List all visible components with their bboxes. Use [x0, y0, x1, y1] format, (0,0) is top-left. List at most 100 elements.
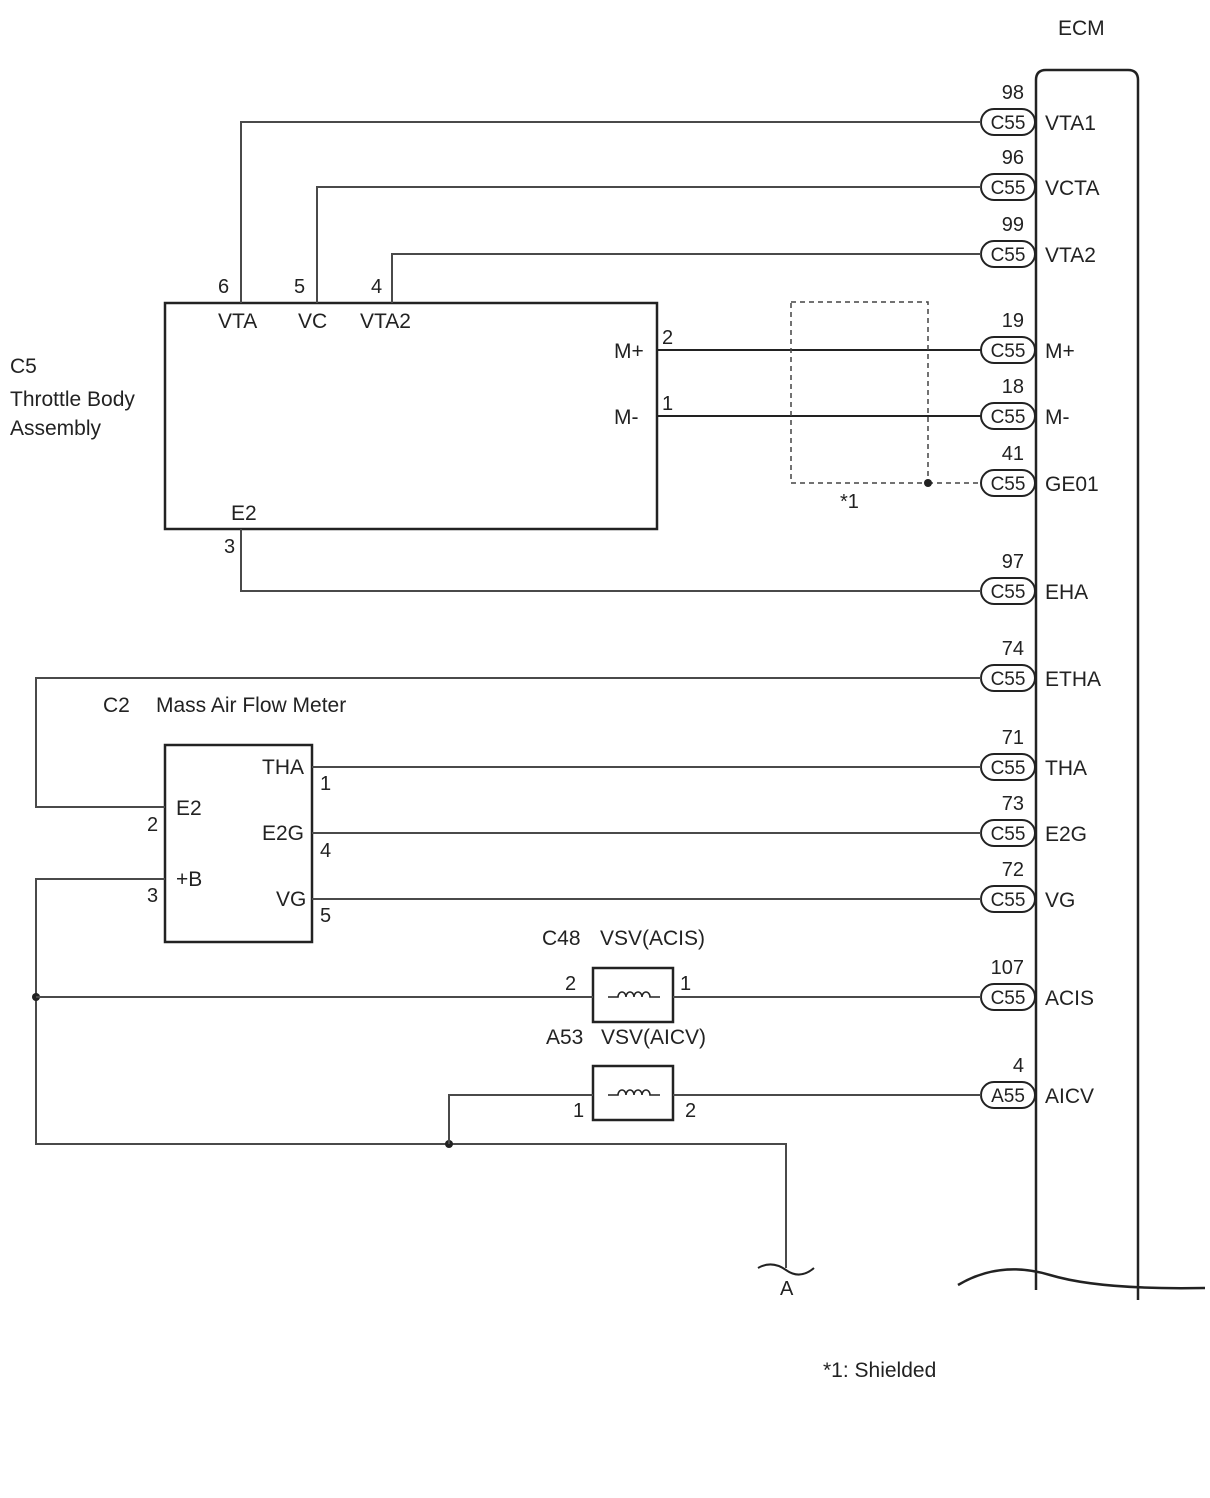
shield-box — [790, 301, 929, 484]
ground-break-icon — [757, 1263, 815, 1276]
shield-junction-dot — [924, 479, 932, 487]
throttle-term-vc: VC — [298, 310, 327, 333]
connector-code: A55 — [991, 1086, 1025, 1107]
connector-signal-name: E2G — [1045, 823, 1087, 846]
connector-pin-number: 71 — [1002, 727, 1024, 749]
connector-pin-number: 107 — [991, 957, 1024, 979]
connector-signal-name: ETHA — [1045, 668, 1101, 691]
connector-signal-name: VTA1 — [1045, 112, 1096, 135]
connector-pin-number: 41 — [1002, 443, 1024, 465]
vsv-acis-pin-right: 1 — [680, 973, 691, 995]
maf-term-e2g: E2G — [262, 822, 304, 845]
maf-term-vg: VG — [276, 888, 306, 911]
throttle-pin-vta2: 4 — [371, 276, 382, 298]
wire-eha — [240, 529, 981, 592]
maf-box — [163, 743, 314, 944]
ecm-connector-mplus: C55 19M+ — [980, 310, 1075, 364]
connector-code: C55 — [991, 245, 1026, 266]
maf-term-b: +B — [176, 868, 202, 891]
throttle-code: C5 — [10, 355, 37, 378]
throttle-term-vta: VTA — [218, 310, 257, 333]
connector-code: C55 — [991, 824, 1026, 845]
maf-pin-vg: 5 — [320, 905, 331, 927]
ecm-title: ECM — [1058, 17, 1105, 40]
vsv-aicv-pin-right: 2 — [685, 1100, 696, 1122]
connector-pill — [980, 469, 1036, 497]
shield-note: *1: Shielded — [823, 1359, 936, 1382]
connector-pin-number: 72 — [1002, 859, 1024, 881]
wire-aicv-left — [448, 1094, 593, 1144]
connector-code: C55 — [991, 582, 1026, 603]
throttle-pin-e2: 3 — [224, 536, 235, 558]
connector-signal-name: EHA — [1045, 581, 1088, 604]
vsv-acis-pin-left: 2 — [565, 973, 576, 995]
connector-signal-name: VCTA — [1045, 177, 1099, 200]
connector-pin-number: 19 — [1002, 310, 1024, 332]
vsv-acis-coil-icon — [608, 991, 660, 998]
ecm-connector-mminus: C55 18M- — [980, 376, 1070, 430]
ecm-connector-list: C5598VTA1C5596VCTAC5599VTA2C5519M+C5518M… — [980, 82, 1101, 1109]
maf-name: Mass Air Flow Meter — [156, 694, 346, 717]
maf-pin-e2: 2 — [147, 814, 158, 836]
vsv-aicv-pin-left: 1 — [573, 1100, 584, 1122]
connector-signal-name: VG — [1045, 889, 1075, 912]
connector-code: C55 — [991, 407, 1026, 428]
throttle-name-line2: Assembly — [10, 417, 102, 440]
throttle-pin-mminus: 1 — [662, 393, 673, 415]
connector-signal-name: M- — [1045, 406, 1070, 429]
connector-pin-number: 73 — [1002, 793, 1024, 815]
wire-vta1 — [240, 121, 981, 303]
connector-pin-number: 96 — [1002, 147, 1024, 169]
throttle-pin-vc: 5 — [294, 276, 305, 298]
throttle-term-e2: E2 — [231, 502, 257, 525]
connector-code: C55 — [991, 474, 1026, 495]
throttle-body-box — [163, 301, 659, 531]
vsv-aicv-code: A53 — [546, 1026, 583, 1049]
throttle-pin-vta: 6 — [218, 276, 229, 298]
maf-pin-e2g: 4 — [320, 840, 331, 862]
throttle-term-mplus: M+ — [614, 340, 644, 363]
connector-code: C55 — [991, 758, 1026, 779]
wire-plus-b — [35, 878, 787, 1268]
wire-vcta — [316, 186, 981, 303]
maf-term-tha: THA — [262, 756, 304, 779]
connector-code: C55 — [991, 988, 1026, 1009]
maf-code: C2 — [103, 694, 130, 717]
vsv-aicv-name: VSV(AICV) — [601, 1026, 706, 1049]
connector-code: C55 — [991, 113, 1026, 134]
maf-pin-b: 3 — [147, 885, 158, 907]
connector-code: C55 — [991, 341, 1026, 362]
connector-pin-number: 4 — [1013, 1055, 1024, 1077]
ecm-body — [1034, 68, 1140, 1300]
vsv-acis-box — [591, 966, 675, 1024]
connector-signal-name: M+ — [1045, 340, 1075, 363]
connector-code: C55 — [991, 890, 1026, 911]
vsv-acis-code: C48 — [542, 927, 581, 950]
wire-vta2 — [391, 253, 981, 303]
throttle-term-vta2: VTA2 — [360, 310, 411, 333]
connector-pin-number: 97 — [1002, 551, 1024, 573]
ecm-break-line — [957, 1268, 1206, 1290]
connector-code: C55 — [991, 178, 1026, 199]
vsv-aicv-coil-icon — [608, 1089, 660, 1096]
maf-pin-tha: 1 — [320, 773, 331, 795]
vsv-aicv-box — [591, 1064, 675, 1122]
throttle-pin-mplus: 2 — [662, 327, 673, 349]
connector-signal-name: VTA2 — [1045, 244, 1096, 267]
ground-ref-label: A — [780, 1278, 794, 1300]
connector-signal-name: GE01 — [1045, 473, 1099, 496]
vsv-acis-name: VSV(ACIS) — [600, 927, 705, 950]
wire-etha — [35, 677, 981, 808]
connector-pin-number: 18 — [1002, 376, 1024, 398]
connector-signal-name: THA — [1045, 757, 1087, 780]
connector-pin-number: 74 — [1002, 638, 1024, 660]
